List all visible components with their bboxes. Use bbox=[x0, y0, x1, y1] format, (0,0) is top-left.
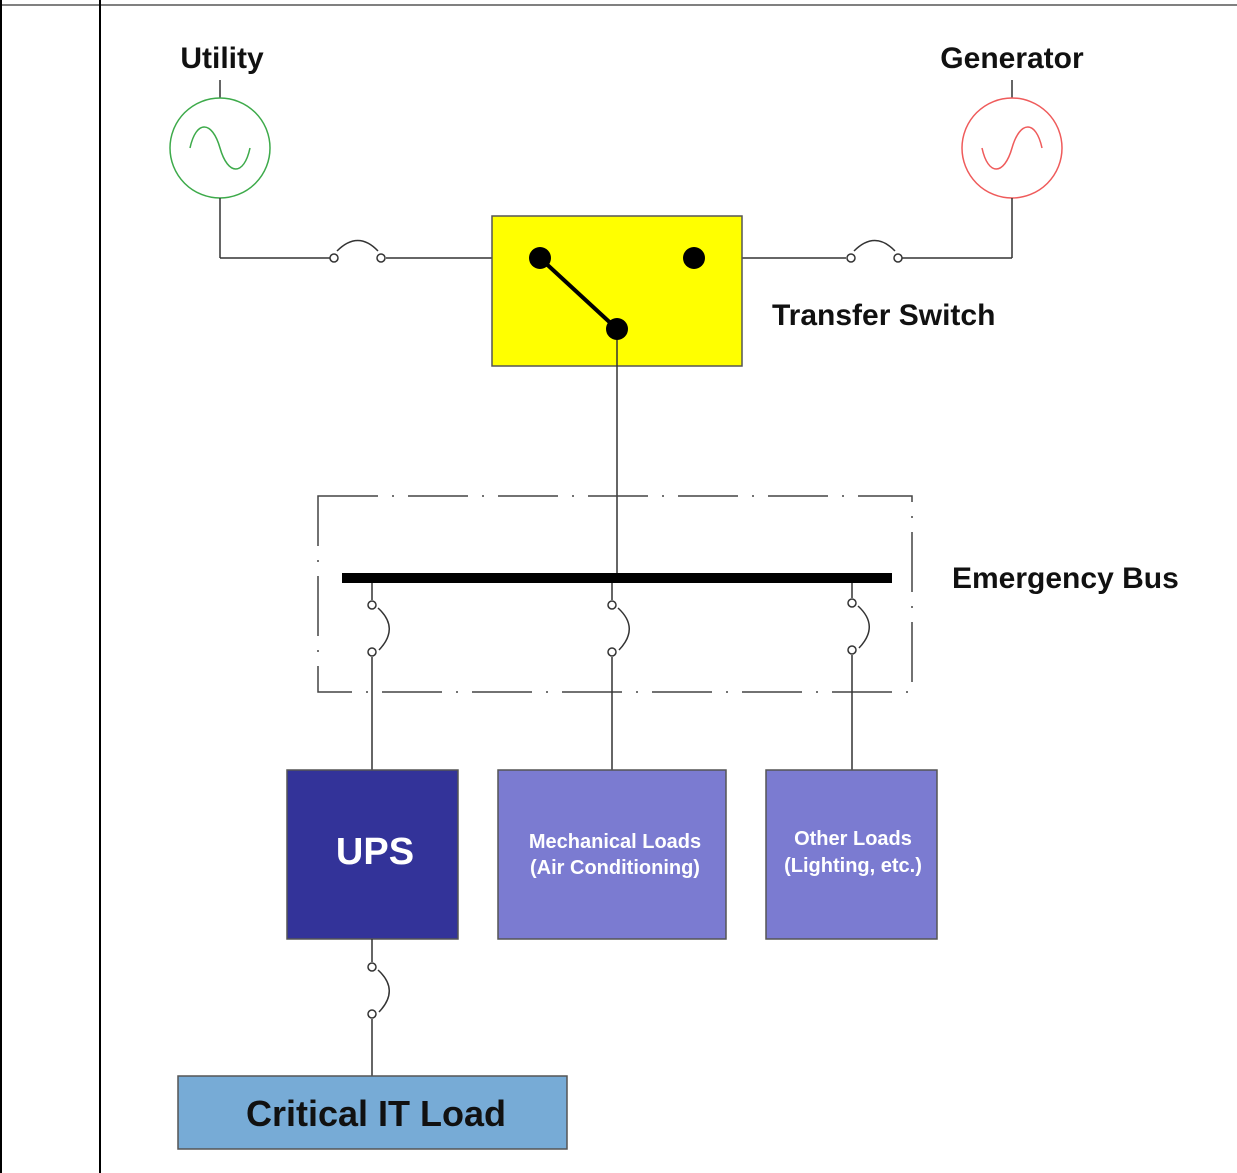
transfer-switch-generator-contact bbox=[683, 247, 705, 269]
critical-load-breaker-icon bbox=[367, 962, 390, 1019]
other-branch-breaker-icon bbox=[847, 598, 870, 655]
utility-breaker-icon bbox=[329, 239, 386, 263]
emergency-bus-label: Emergency Bus bbox=[952, 562, 1179, 595]
other-loads-label: Other Loads bbox=[794, 828, 912, 850]
transfer-switch-label: Transfer Switch bbox=[772, 299, 995, 332]
mechanical-loads-label: Mechanical Loads bbox=[529, 831, 701, 853]
mechanical-loads-sublabel: (Air Conditioning) bbox=[530, 857, 700, 879]
other-loads-sublabel: (Lighting, etc.) bbox=[784, 855, 922, 877]
utility-sine-icon bbox=[189, 126, 251, 170]
utility-label: Utility bbox=[180, 42, 264, 75]
ups-branch-breaker-icon bbox=[367, 600, 390, 657]
transfer-switch-blade bbox=[538, 256, 619, 331]
generator-sine-icon bbox=[981, 126, 1043, 170]
mechanical-loads-box bbox=[497, 769, 727, 940]
generator-label: Generator bbox=[940, 42, 1084, 75]
transfer-switch-output-contact bbox=[606, 318, 628, 340]
emergency-bus-enclosure bbox=[317, 495, 913, 693]
ups-box bbox=[286, 769, 459, 940]
critical-it-load-box bbox=[177, 1075, 568, 1150]
critical-it-load-label: Critical IT Load bbox=[246, 1093, 506, 1134]
generator-breaker-icon bbox=[846, 239, 903, 263]
ups-label: UPS bbox=[336, 831, 414, 873]
transfer-switch-utility-contact bbox=[529, 247, 551, 269]
mechanical-branch-breaker-icon bbox=[607, 600, 630, 657]
other-loads-box bbox=[765, 769, 938, 940]
